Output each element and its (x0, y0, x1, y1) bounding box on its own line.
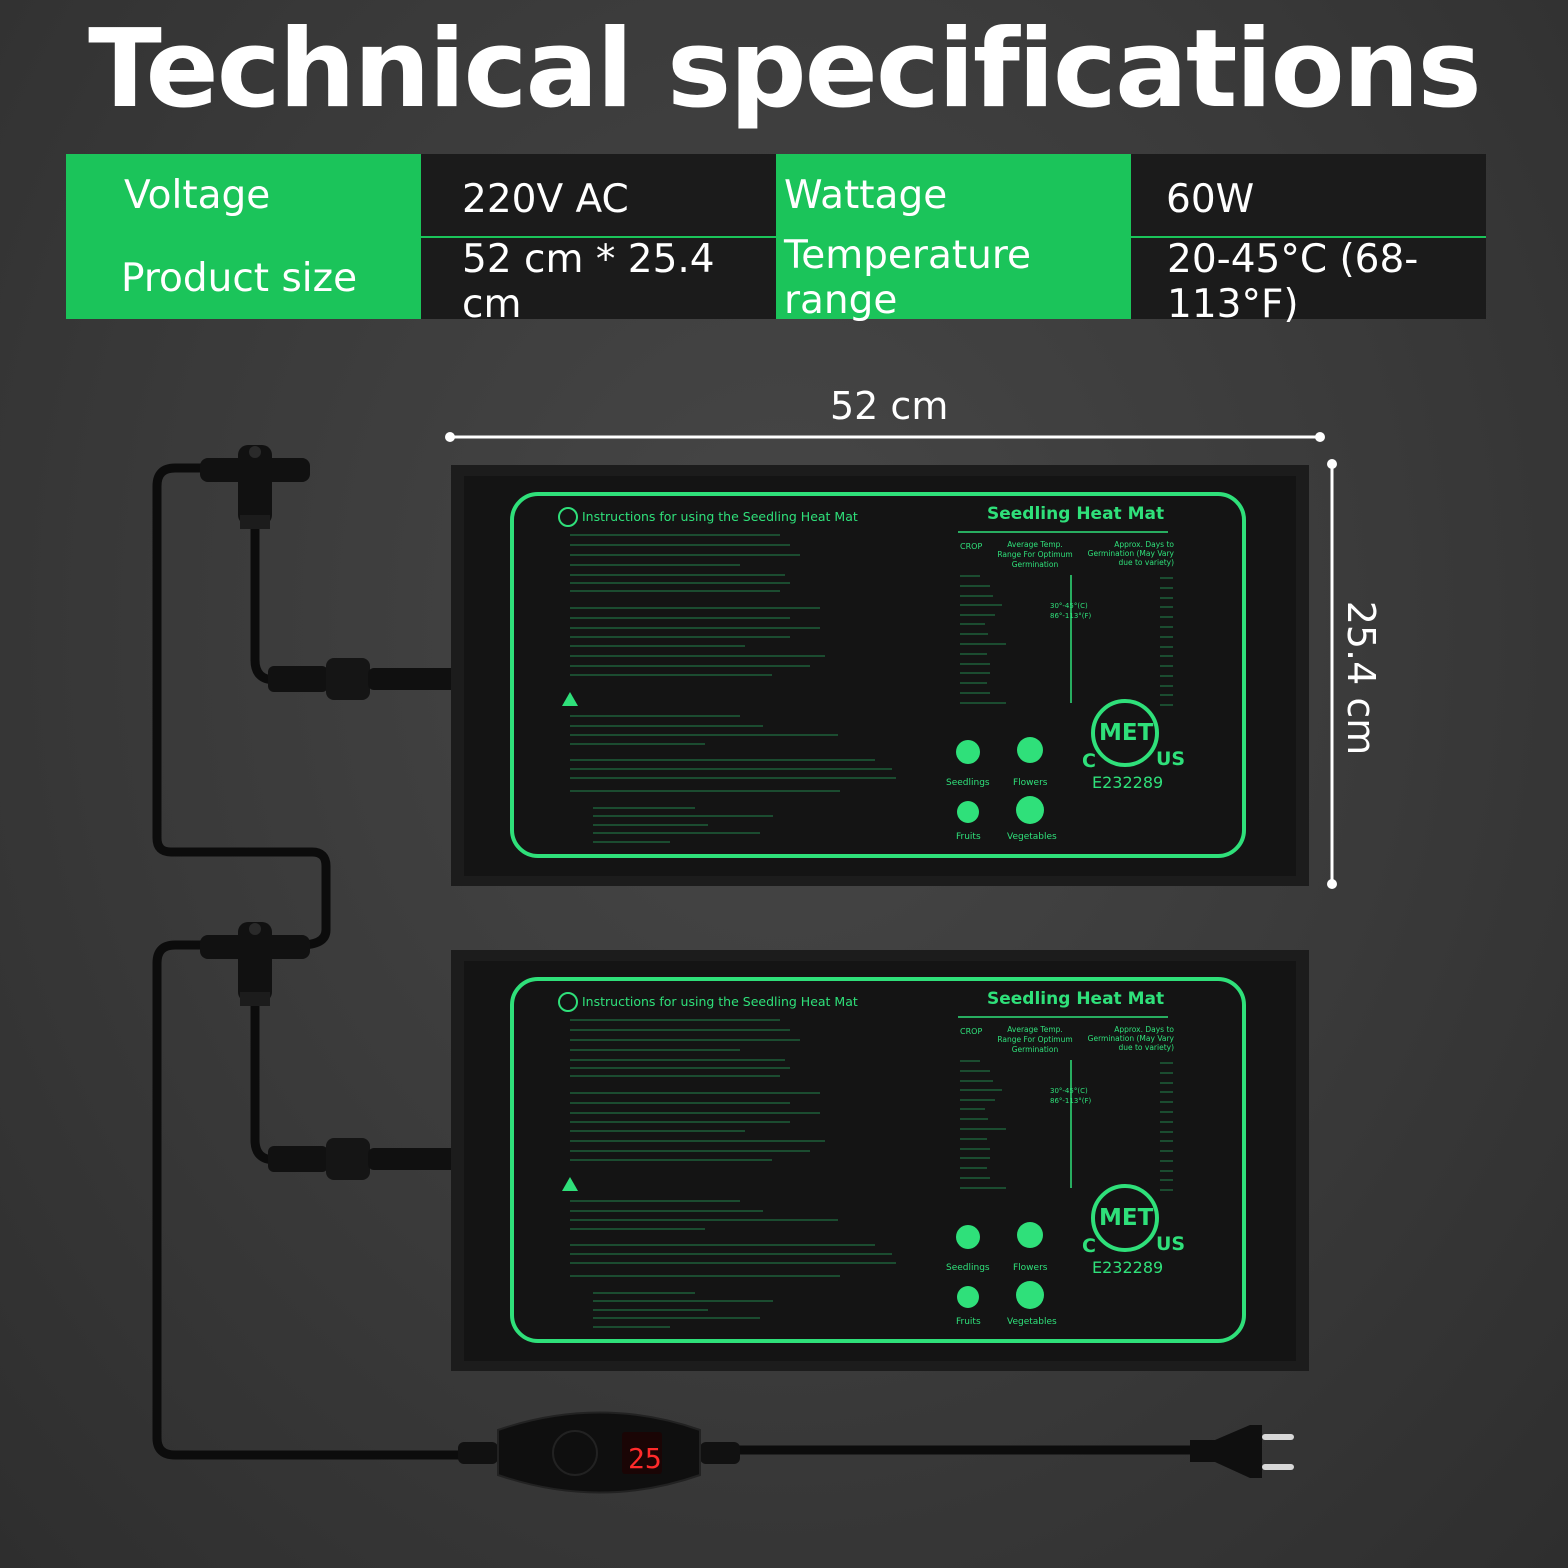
page-title: Technical specifications (88, 7, 1482, 132)
svg-text:25: 25 (628, 1442, 662, 1475)
height-label: 25.4 cm (1339, 600, 1383, 756)
mat-top-label-fruits: Fruits (956, 832, 981, 842)
mat-top-label-flowers: Flowers (1013, 778, 1048, 788)
mat-top-c-mark: C (1082, 750, 1096, 772)
wattage-value: 60W (1131, 154, 1486, 236)
mat-bottom-cert-code: E232289 (1092, 1258, 1164, 1277)
width-label: 52 cm (830, 384, 949, 428)
row-divider (66, 236, 1486, 238)
mat-bottom-label-fruits: Fruits (956, 1317, 981, 1327)
mat-bottom-label-flowers: Flowers (1013, 1263, 1048, 1273)
mat-top-cert-code: E232289 (1092, 773, 1164, 792)
width-dimension-line (445, 432, 1325, 442)
power-plug (1190, 1425, 1294, 1478)
mat-top-crop-header: CROP (960, 542, 983, 551)
mat-top-temp-header: Average Temp. Range For Optimum Germinat… (997, 540, 1073, 569)
heat-mat-top (451, 465, 1309, 886)
mat-bottom-label-vegetables: Vegetables (1007, 1317, 1057, 1327)
temp-value: 20-45°C (68-113°F) (1131, 237, 1486, 327)
temp-label: Temperature range (776, 233, 1131, 323)
mat-top-days-header: Approx. Days to Germination (May Vary du… (1087, 540, 1174, 567)
mat-bottom-met-mark: MET (1099, 1205, 1154, 1231)
thermostat-controller: 25 (458, 1411, 740, 1494)
mat-top-label-seedlings: Seedlings (946, 778, 990, 788)
size-label: Product size (66, 237, 421, 319)
mat-bottom-temp-range: 30°-45°(C) 86°-113°(F) (1050, 1087, 1092, 1105)
mat-top-instructions-title: Instructions for using the Seedling Heat… (582, 509, 858, 524)
t-connector-top (200, 445, 310, 529)
height-dimension-line (1327, 459, 1337, 889)
voltage-value: 220V AC (421, 154, 776, 236)
mat-top-met-mark: MET (1099, 720, 1154, 746)
heat-mat-bottom (451, 950, 1309, 1371)
mat-bottom-crop-header: CROP (960, 1027, 983, 1036)
mat-bottom-label-seedlings: Seedlings (946, 1263, 990, 1273)
mat-bottom-product-title: Seedling Heat Mat (987, 989, 1165, 1009)
mat-top-temp-range: 30°-45°(C) 86°-113°(F) (1050, 602, 1092, 620)
t-connector-bottom (200, 922, 310, 1006)
spec-table: Voltage 220V AC Wattage 60W Product size… (66, 154, 1486, 327)
mat-connector-bottom (268, 1138, 458, 1180)
mat-bottom-instructions-title: Instructions for using the Seedling Heat… (582, 994, 858, 1009)
wattage-label: Wattage (776, 154, 1131, 236)
mat-top-us-mark: US (1156, 748, 1186, 770)
mat-bottom-us-mark: US (1156, 1233, 1186, 1255)
mat-bottom-c-mark: C (1082, 1235, 1096, 1257)
voltage-label: Voltage (66, 154, 421, 236)
mat-connector-top (268, 658, 458, 700)
mat-bottom-temp-header: Average Temp. Range For Optimum Germinat… (997, 1025, 1073, 1054)
mat-top-label-vegetables: Vegetables (1007, 832, 1057, 842)
mat-bottom-days-header: Approx. Days to Germination (May Vary du… (1087, 1025, 1174, 1052)
mat-top-product-title: Seedling Heat Mat (987, 504, 1165, 524)
